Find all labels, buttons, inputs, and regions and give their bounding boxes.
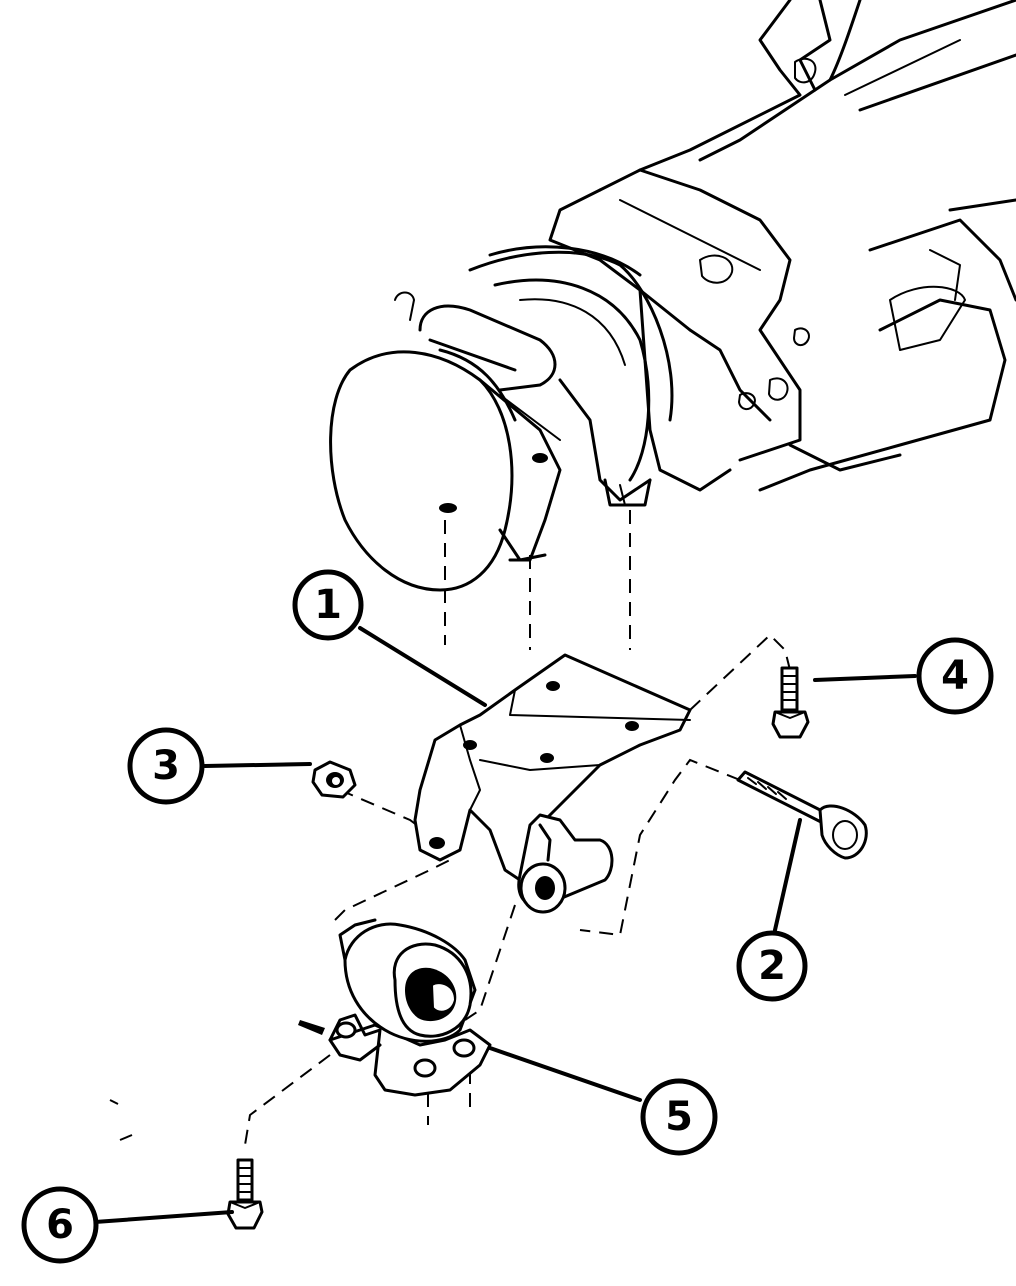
transmission-mount bbox=[298, 918, 492, 1097]
transmission-housing bbox=[329, 0, 1016, 592]
alignment-dashed-lines bbox=[109, 510, 791, 1146]
svg-text:5: 5 bbox=[665, 1094, 693, 1140]
svg-text:1: 1 bbox=[314, 582, 342, 628]
callout-2: 2 bbox=[736, 930, 808, 1002]
through-bolt bbox=[736, 770, 868, 860]
callout-6: 6 bbox=[21, 1186, 99, 1264]
svg-text:4: 4 bbox=[941, 653, 969, 699]
adapter-bracket bbox=[413, 653, 692, 882]
callout-5: 5 bbox=[640, 1078, 718, 1156]
bracket-bushing-sleeve bbox=[517, 813, 614, 914]
svg-text:6: 6 bbox=[46, 1202, 74, 1248]
nut bbox=[311, 760, 357, 799]
svg-text:3: 3 bbox=[152, 743, 180, 789]
mount-bolt bbox=[226, 1158, 264, 1230]
callout-3: 3 bbox=[127, 727, 205, 805]
leader-lines bbox=[93, 626, 917, 1224]
callout-1: 1 bbox=[292, 569, 364, 641]
callout-4: 4 bbox=[916, 637, 994, 715]
svg-text:2: 2 bbox=[758, 943, 786, 989]
bracket-bolt bbox=[771, 666, 810, 739]
